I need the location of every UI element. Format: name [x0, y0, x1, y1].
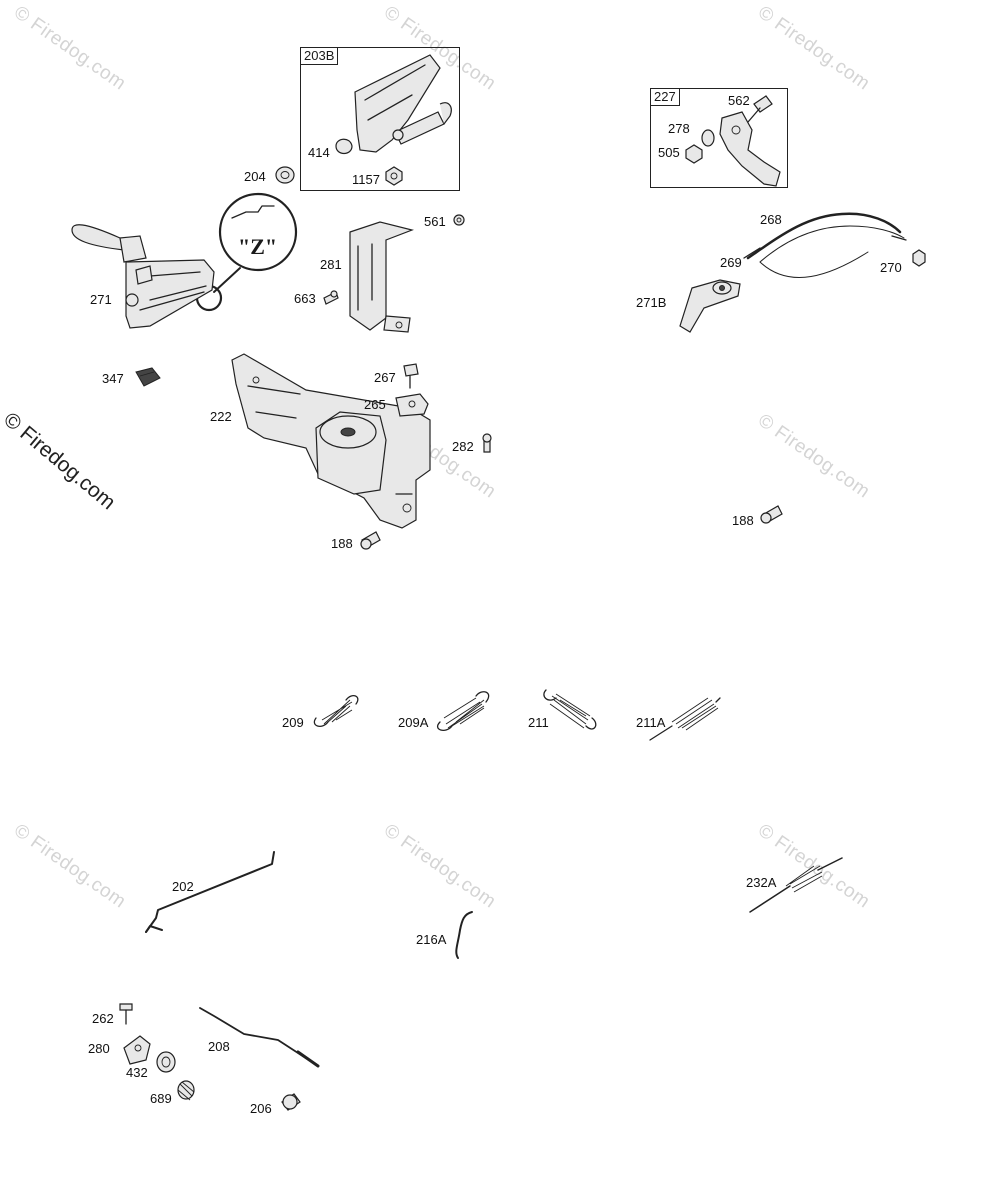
part-label-209: 209 — [282, 715, 304, 730]
screw-206 — [281, 1093, 301, 1111]
rod-202 — [145, 851, 275, 933]
part-label-281: 281 — [320, 257, 342, 272]
part-label-267: 267 — [374, 370, 396, 385]
part-label-432: 432 — [126, 1065, 148, 1080]
spring-689 — [177, 1080, 195, 1101]
z-callout-label: "Z" — [238, 234, 278, 259]
screw-282 — [482, 433, 492, 453]
part-label-278: 278 — [668, 121, 690, 136]
bracket-281 — [349, 221, 414, 333]
screw-188-left — [360, 531, 381, 550]
lever-271b — [679, 279, 741, 333]
part-label-216a: 216A — [416, 932, 447, 947]
box-label-203b: 203B — [300, 47, 339, 65]
rod-216a — [455, 911, 473, 959]
part-label-562: 562 — [728, 93, 750, 108]
bushing-204 — [275, 166, 295, 184]
part-label-211a: 211A — [636, 715, 666, 730]
part-label-414: 414 — [308, 145, 330, 160]
clip-347 — [135, 367, 161, 387]
control-lever-271 — [71, 224, 215, 329]
part-label-271: 271 — [90, 292, 112, 307]
part-label-232a: 232A — [746, 875, 777, 890]
spring-209a — [437, 691, 490, 732]
part-label-208: 208 — [208, 1039, 230, 1054]
part-label-280: 280 — [88, 1041, 110, 1056]
part-label-222: 222 — [210, 409, 232, 424]
bushing-432 — [156, 1051, 176, 1073]
spring-211a — [649, 697, 721, 741]
screw-663 — [323, 290, 339, 305]
part-label-269: 269 — [720, 255, 742, 270]
part-label-211: 211 — [528, 715, 549, 730]
frame-227 — [650, 88, 788, 188]
part-label-188-left: 188 — [331, 536, 353, 551]
part-label-271b: 271B — [636, 295, 667, 310]
part-label-689: 689 — [150, 1091, 172, 1106]
part-label-204: 204 — [244, 169, 266, 184]
screw-188-right — [760, 505, 783, 524]
part-label-282: 282 — [452, 439, 474, 454]
clamp-265 — [395, 393, 429, 417]
bolt-267 — [403, 363, 419, 389]
part-label-262: 262 — [92, 1011, 114, 1026]
part-label-347: 347 — [102, 371, 124, 386]
part-label-202: 202 — [172, 879, 194, 894]
throttle-lever-assembly-203b — [335, 54, 452, 186]
box-label-227: 227 — [650, 88, 680, 106]
part-label-505: 505 — [658, 145, 680, 160]
part-label-268: 268 — [760, 212, 782, 227]
cable-268 — [743, 212, 907, 278]
part-label-270: 270 — [880, 260, 902, 275]
rod-208 — [199, 1007, 320, 1068]
part-label-663: 663 — [294, 291, 316, 306]
screw-262 — [119, 1003, 133, 1025]
control-bracket-222 — [231, 353, 431, 529]
part-label-188-right: 188 — [732, 513, 754, 528]
spring-209 — [313, 694, 359, 728]
part-label-265: 265 — [364, 397, 386, 412]
spring-232a — [749, 857, 843, 913]
nut-270 — [912, 249, 926, 267]
part-label-1157: 1157 — [352, 172, 380, 187]
bracket-assembly-227 — [685, 95, 781, 187]
nut-561 — [453, 214, 465, 226]
spring-211 — [543, 689, 597, 730]
frame-203b — [300, 47, 460, 191]
part-label-206: 206 — [250, 1101, 272, 1116]
part-label-561: 561 — [424, 214, 446, 229]
part-label-209a: 209A — [398, 715, 429, 730]
bracket-280 — [123, 1035, 151, 1065]
